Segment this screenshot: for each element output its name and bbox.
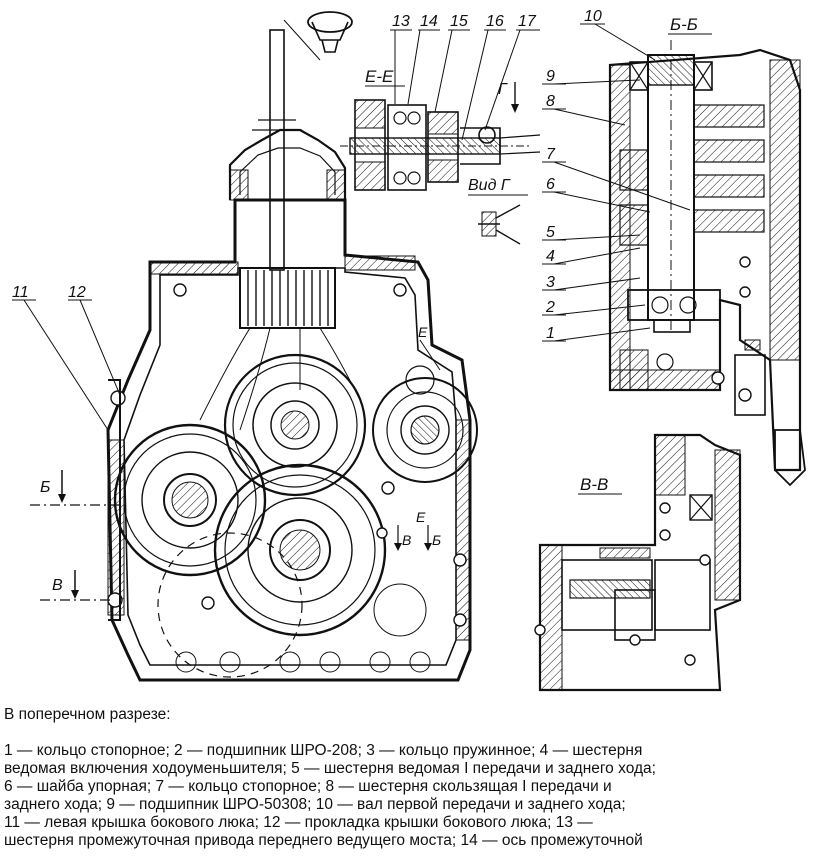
section-label-g: Г [498, 81, 508, 98]
main-housing [106, 11, 478, 682]
section-label-vid-g: Вид Г [468, 177, 511, 194]
callout-16: 16 [486, 13, 504, 30]
section-label-b-small: Б [432, 532, 441, 548]
section-label-bb: Б-Б [670, 15, 698, 34]
caption-line: 11 — левая крышка бокового люка; 12 — пр… [4, 814, 593, 831]
section-label-v-small: В [402, 532, 411, 548]
caption-line: 6 — шайба упорная; 7 — кольцо стопорное;… [4, 778, 612, 795]
callout-4: 4 [546, 248, 555, 265]
callout-6: 6 [546, 176, 555, 193]
callout-9: 9 [546, 68, 555, 85]
section-label-vv: В-В [580, 475, 608, 494]
callout-3: 3 [546, 274, 555, 291]
caption-line: 1 — кольцо стопорное; 2 — подшипник ШРО-… [4, 742, 643, 759]
section-v-v: В-В [534, 433, 742, 692]
section-label-b-left: Б [40, 479, 50, 496]
section-label-e-small-1: Е [416, 509, 426, 525]
callout-12: 12 [68, 284, 86, 301]
callout-11: 11 [12, 284, 29, 301]
callout-1: 1 [546, 325, 555, 342]
callout-13: 13 [392, 13, 410, 30]
caption-line: ведомая включения ходоуменьшителя; 5 — ш… [4, 760, 656, 777]
callout-7: 7 [546, 146, 556, 163]
section-markers-left: Б В [30, 470, 130, 601]
section-e-e: Е-Е 13 14 15 16 17 Г [340, 13, 541, 191]
section-label-ee: Е-Е [365, 67, 394, 86]
section-b-b: Б-Б [542, 8, 806, 487]
callout-2: 2 [545, 299, 555, 316]
callout-17: 17 [518, 13, 537, 30]
callout-5: 5 [546, 224, 555, 241]
view-g: Вид Г [468, 177, 528, 245]
left-callouts: 11 12 [12, 284, 121, 431]
section-markers-middle: В Б Е Е [394, 324, 441, 551]
caption-line: заднего хода; 9 — подшипник ШРО-50308; 1… [4, 796, 626, 813]
caption-intro: В поперечном разрезе: [4, 706, 171, 723]
figure-caption: В поперечном разрезе: 1 — кольцо стопорн… [4, 706, 818, 850]
callout-14: 14 [420, 13, 438, 30]
callout-10: 10 [584, 8, 602, 25]
section-label-v-left: В [52, 577, 63, 594]
gearbox-cross-section-drawing: 11 12 Б В В Б Е Е Е-Е [12, 8, 806, 692]
caption-line: шестерня промежуточная привода переднего… [4, 832, 643, 849]
callout-8: 8 [546, 93, 555, 110]
callout-15: 15 [450, 13, 468, 30]
section-label-e-small-2: Е [418, 324, 428, 340]
